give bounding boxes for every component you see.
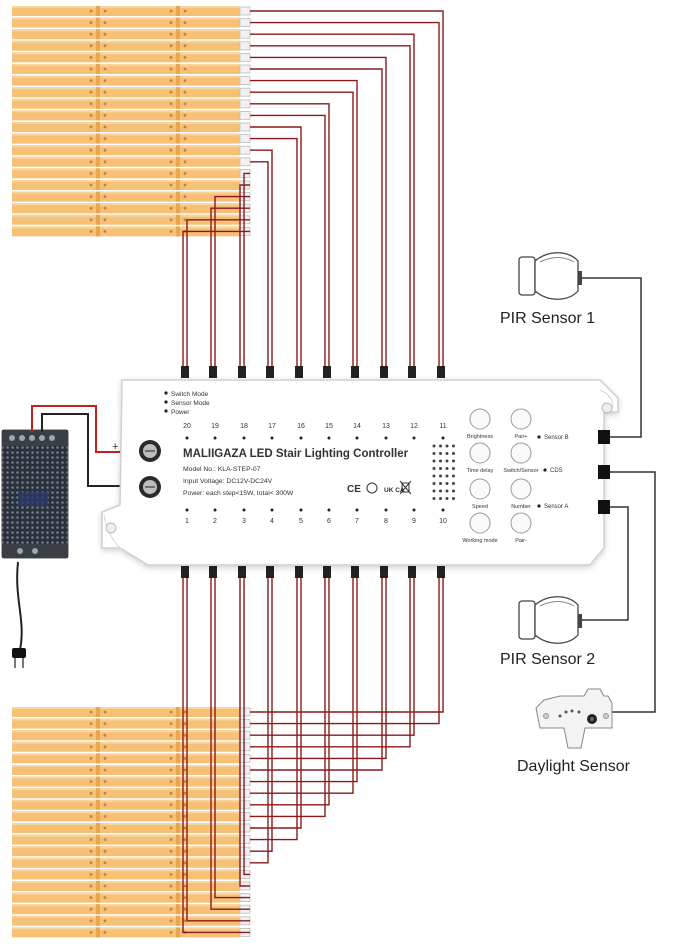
- button-time-delay[interactable]: Time delay: [467, 442, 494, 474]
- port-label-cds: CDS: [550, 468, 563, 474]
- button-label: Working mode: [462, 538, 497, 544]
- controller-power: Power: each step<15W, total< 300W: [183, 490, 294, 497]
- ir-receiver-grid: [432, 444, 455, 500]
- channel-number: 19: [211, 423, 219, 430]
- channel-number: 18: [240, 423, 248, 430]
- mode-switch: Switch Mode: [171, 391, 209, 398]
- cable-pir-2: [580, 506, 629, 621]
- plus-sign: +: [112, 441, 118, 453]
- power-terminal-positive: [139, 440, 161, 462]
- led-strip: [12, 75, 251, 86]
- control-buttons: Brightness Pair+ Time delay Switch/SensorSp…: [462, 408, 539, 544]
- rohs-mark-icon: [366, 482, 378, 494]
- pir-sensor-2-label: PIR Sensor 2: [500, 651, 595, 668]
- led-strip: [12, 110, 251, 121]
- channel-number: 4: [270, 518, 274, 525]
- mount-hole-right: [601, 402, 613, 414]
- led-strip: [12, 156, 251, 167]
- button-label: Speed: [472, 504, 488, 510]
- mode-indicators: Switch Mode Sensor Mode Power: [164, 391, 210, 416]
- button-label: Number: [511, 504, 531, 510]
- pir-sensor-2: [518, 596, 582, 644]
- led-strip: [12, 133, 251, 144]
- led-strip: [12, 17, 251, 28]
- button-speed[interactable]: Speed: [469, 478, 491, 510]
- pir-sensor-1-label: PIR Sensor 1: [500, 310, 595, 327]
- channel-wires: [181, 10, 445, 934]
- bottom-channel-numbers: 1 2 3 4 5 6 7 8 9 10: [185, 508, 447, 525]
- controller-voltage: Input Voltage: DC12V-DC24V: [183, 478, 273, 485]
- channel-number: 13: [382, 423, 390, 430]
- cable-pir-1: [580, 277, 642, 438]
- weee-bin-icon: [399, 480, 412, 495]
- channel-number: 14: [353, 423, 361, 430]
- led-strip: [12, 87, 251, 98]
- led-strip: [12, 40, 251, 51]
- port-cds: [598, 465, 610, 479]
- channel-number: 11: [439, 423, 446, 430]
- channel-number: 6: [327, 518, 331, 525]
- button-label: Pair-: [515, 538, 527, 544]
- led-strip: [12, 145, 251, 156]
- led-strip: [12, 122, 251, 132]
- channel-number: 10: [439, 518, 447, 525]
- button-label: Time delay: [467, 468, 494, 474]
- led-strip: [12, 180, 251, 190]
- port-label-sensor-b: Sensor B: [544, 435, 569, 441]
- led-strip: [12, 29, 251, 40]
- daylight-sensor-label: Daylight Sensor: [517, 758, 631, 775]
- led-strip: [12, 64, 251, 74]
- port-sensor-b: [598, 430, 610, 444]
- channel-number: 9: [412, 518, 416, 525]
- button-brightness[interactable]: Brightness: [467, 408, 493, 440]
- top-channel-numbers: 20 19 18 17 16 15 14 13 12 11: [183, 423, 447, 440]
- controller-model: Model No.: KLA-STEP-07: [183, 466, 261, 473]
- mode-power: Power: [171, 409, 190, 416]
- button-label: Brightness: [467, 434, 493, 440]
- led-strip: [12, 98, 251, 109]
- power-supply: [1, 429, 69, 668]
- channel-number: 1: [185, 518, 189, 525]
- button-number[interactable]: Number: [510, 478, 532, 510]
- channel-number: 17: [268, 423, 276, 430]
- channel-number: 5: [299, 518, 303, 525]
- channel-number: 2: [213, 518, 217, 525]
- channel-number: 7: [355, 518, 359, 525]
- channel-number: 16: [297, 423, 305, 430]
- button-working-mode[interactable]: Working mode: [462, 512, 498, 544]
- ukca-mark: UK CA: [384, 487, 405, 494]
- channel-number: 3: [242, 518, 246, 525]
- controller: [101, 379, 619, 566]
- daylight-sensor: [535, 688, 613, 749]
- power-wire-positive: [31, 405, 135, 453]
- channel-number: 8: [384, 518, 388, 525]
- power-wire-negative: [41, 413, 135, 487]
- led-strip: [12, 168, 251, 179]
- button-label: Switch/Sensor: [503, 468, 538, 474]
- button-label: Pair+: [515, 434, 528, 440]
- minus-sign: −: [112, 480, 118, 492]
- port-label-sensor-a: Sensor A: [544, 504, 568, 510]
- channel-number: 12: [410, 423, 418, 430]
- power-terminal-negative: [139, 476, 161, 498]
- controller-title: MALIIGAZA LED Stair Lighting Controller: [183, 448, 409, 460]
- cable-daylight: [610, 471, 656, 713]
- mode-sensor: Sensor Mode: [171, 400, 210, 407]
- button-pair-[interactable]: Pair-: [510, 512, 532, 544]
- button-switch-sensor[interactable]: Switch/Sensor: [503, 442, 539, 474]
- mount-hole-left: [105, 522, 117, 534]
- channel-number: 20: [183, 423, 191, 430]
- port-sensor-a: [598, 500, 610, 514]
- led-strip: [12, 6, 251, 16]
- channel-number: 15: [325, 423, 333, 430]
- ce-mark: CE: [347, 484, 361, 495]
- led-strip: [12, 52, 251, 63]
- button-pair-[interactable]: Pair+: [510, 408, 532, 440]
- sensor-ports: Sensor B CDS Sensor A: [537, 430, 610, 514]
- pir-sensor-1: [518, 252, 582, 300]
- led-strips-top: [12, 6, 251, 237]
